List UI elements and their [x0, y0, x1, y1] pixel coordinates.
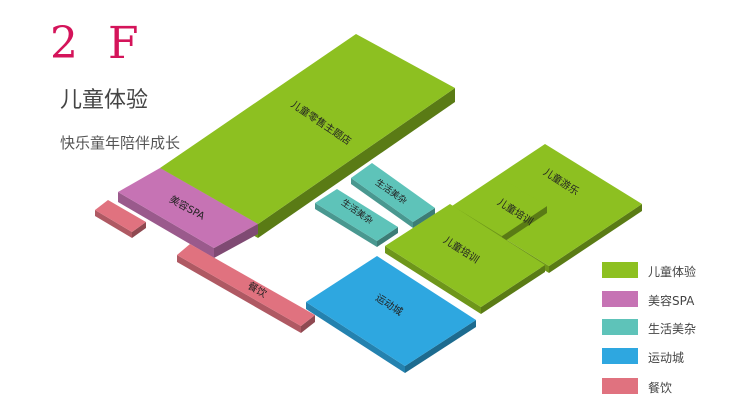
zone-dining-long[interactable]: 餐饮 — [177, 244, 315, 333]
zone-kids-training-2[interactable]: 儿童培训 — [385, 204, 545, 314]
zone-top — [118, 168, 258, 248]
floor-category-heading: 儿童体验 — [60, 88, 149, 113]
zone-side — [301, 315, 315, 333]
zone-side — [377, 227, 398, 247]
zone-top — [315, 189, 398, 241]
legend-item-lifestyle[interactable]: 生活美杂 — [602, 319, 742, 337]
legend-item-dining[interactable]: 餐饮 — [602, 378, 742, 396]
legend-item-beauty[interactable]: 美容SPA — [602, 291, 742, 309]
zone-side — [95, 210, 132, 238]
zone-lifestyle-1[interactable]: 生活美杂 — [351, 163, 435, 228]
legend-swatch — [602, 348, 638, 364]
zone-side — [214, 224, 258, 258]
legend-swatch — [602, 291, 638, 307]
zone-side — [549, 204, 642, 273]
zone-sports-city[interactable]: 运动城 — [306, 256, 476, 373]
zone-side — [258, 88, 455, 238]
zone-side — [315, 203, 377, 247]
legend-label: 运动城 — [648, 351, 685, 365]
zone-top — [452, 144, 642, 266]
zone-dining-small[interactable] — [95, 200, 146, 238]
zone-beauty-spa[interactable]: 美容SPA — [118, 168, 258, 258]
legend-item-kids[interactable]: 儿童体验 — [602, 262, 742, 280]
zone-top — [385, 204, 545, 307]
legend-label: 餐饮 — [648, 381, 673, 395]
zone-top — [160, 34, 455, 224]
legend-label: 美容SPA — [648, 294, 695, 308]
legend-swatch — [602, 378, 638, 394]
zone-side — [481, 265, 545, 314]
legend-label: 生活美杂 — [648, 322, 697, 336]
zone-top — [351, 163, 435, 222]
zone-side — [405, 320, 476, 373]
zone-side — [118, 192, 214, 258]
zone-side — [385, 246, 481, 314]
zone-side — [306, 302, 405, 373]
zone-top — [177, 244, 315, 326]
legend-label: 儿童体验 — [648, 265, 697, 279]
legend-item-sports[interactable]: 运动城 — [602, 348, 742, 366]
legend-swatch — [602, 262, 638, 278]
zone-top — [306, 256, 476, 366]
zone-side — [177, 255, 301, 333]
zone-side — [502, 206, 547, 243]
legend-swatch — [602, 319, 638, 335]
zone-top — [95, 200, 146, 232]
zone-side — [132, 222, 146, 238]
zone-side — [413, 208, 435, 228]
zone-lifestyle-2[interactable]: 生活美杂 — [315, 189, 398, 247]
zone-top — [453, 176, 547, 236]
floor-title: 2 F — [50, 18, 147, 69]
floor-slogan: 快乐童年陪伴成长 — [60, 134, 181, 152]
zone-side — [351, 178, 413, 228]
